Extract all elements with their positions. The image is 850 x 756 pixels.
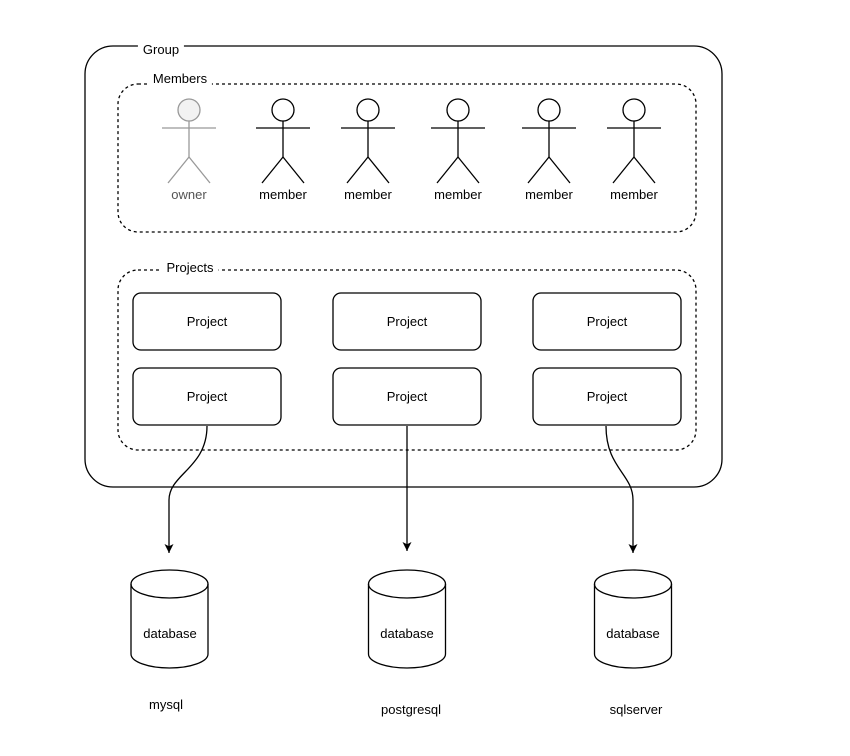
actor-member-5 bbox=[607, 98, 661, 184]
database-label-mysql: database bbox=[143, 626, 197, 641]
database-cylinder-postgresql bbox=[367, 569, 447, 669]
project-box-1 bbox=[132, 292, 282, 351]
project-box-2 bbox=[332, 292, 482, 351]
project-label-6: Project bbox=[586, 389, 628, 404]
actor-label-member-2: member bbox=[344, 187, 392, 202]
project-label-5: Project bbox=[386, 389, 428, 404]
actor-label-member-1: member bbox=[259, 187, 307, 202]
project-label-4: Project bbox=[186, 389, 228, 404]
actor-label-owner: owner bbox=[171, 187, 207, 202]
actor-member-4 bbox=[522, 98, 576, 184]
database-label-postgresql: database bbox=[380, 626, 434, 641]
arrow-project-to-sqlserver bbox=[605, 425, 638, 553]
arrow-project-to-mysql bbox=[164, 425, 208, 553]
project-box-6 bbox=[532, 367, 682, 426]
database-caption-postgresql: postgresql bbox=[381, 702, 441, 717]
actor-label-member-3: member bbox=[434, 187, 482, 202]
project-label-2: Project bbox=[386, 314, 428, 329]
members-label: Members bbox=[147, 71, 213, 87]
projects-label: Projects bbox=[161, 260, 219, 276]
database-caption-mysql: mysql bbox=[149, 697, 183, 712]
members-container bbox=[117, 83, 697, 233]
group-container bbox=[84, 45, 723, 488]
actor-label-member-4: member bbox=[525, 187, 573, 202]
database-cylinder-sqlserver bbox=[593, 569, 673, 669]
project-label-1: Project bbox=[186, 314, 228, 329]
project-box-4 bbox=[132, 367, 282, 426]
database-cylinder-mysql bbox=[130, 569, 209, 669]
database-caption-sqlserver: sqlserver bbox=[609, 702, 663, 717]
actor-member-3 bbox=[431, 98, 485, 184]
actor-label-member-5: member bbox=[610, 187, 658, 202]
project-label-3: Project bbox=[586, 314, 628, 329]
actor-member-1 bbox=[256, 98, 310, 184]
project-box-3 bbox=[532, 292, 682, 351]
group-label: Group bbox=[137, 42, 185, 58]
project-box-5 bbox=[332, 367, 482, 426]
actor-owner bbox=[162, 98, 216, 184]
actor-member-2 bbox=[341, 98, 395, 184]
database-label-sqlserver: database bbox=[606, 626, 660, 641]
